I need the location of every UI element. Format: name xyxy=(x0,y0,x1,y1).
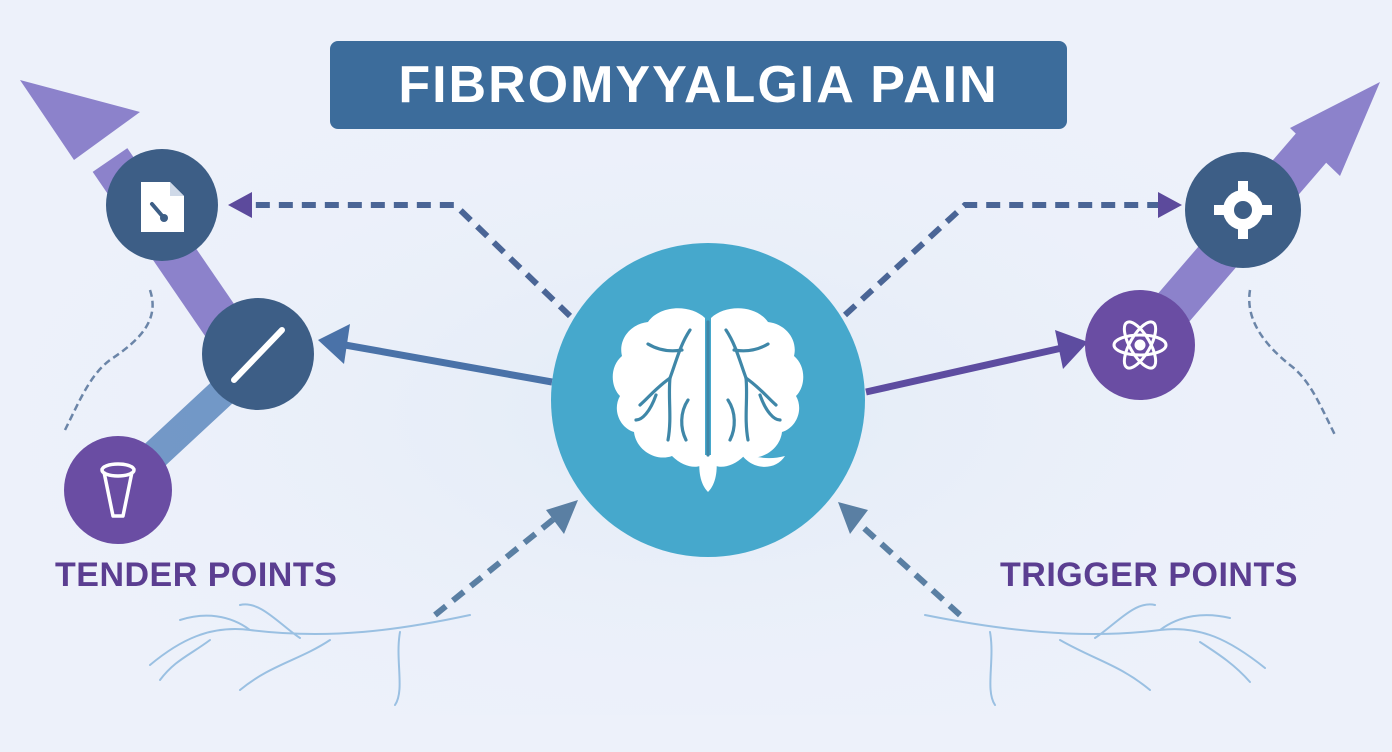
nerve-squiggles xyxy=(63,289,1337,436)
document-icon xyxy=(141,182,184,232)
arrowhead-bottom-left xyxy=(546,500,578,534)
document-node xyxy=(106,149,218,261)
gear-node xyxy=(1185,152,1301,268)
trigger-points-label: TRIGGER POINTS xyxy=(1000,556,1298,594)
arrowhead-left-dashed xyxy=(228,192,252,218)
gear-icon xyxy=(1214,181,1272,239)
slash-icon xyxy=(231,327,285,383)
slash-node xyxy=(202,298,314,410)
arrowhead-right-dashed xyxy=(1158,192,1182,218)
brain-icon xyxy=(612,308,804,492)
arrowhead-bottom-right xyxy=(838,502,868,534)
brain-node xyxy=(551,243,865,557)
dashed-inputs xyxy=(433,515,963,618)
page-title: FIBROMYYALGIA PAIN xyxy=(398,56,999,114)
pin-node xyxy=(64,436,172,544)
nerve-branches xyxy=(149,603,1266,706)
molecule-node xyxy=(1085,290,1195,400)
pin-icon xyxy=(100,462,136,518)
molecule-icon xyxy=(1112,320,1168,370)
dashed-connectors xyxy=(250,202,1160,319)
title-banner: FIBROMYYALGIA PAIN xyxy=(330,41,1067,129)
solid-arrows xyxy=(318,324,1088,396)
tender-points-label: TENDER POINTS xyxy=(55,556,338,594)
